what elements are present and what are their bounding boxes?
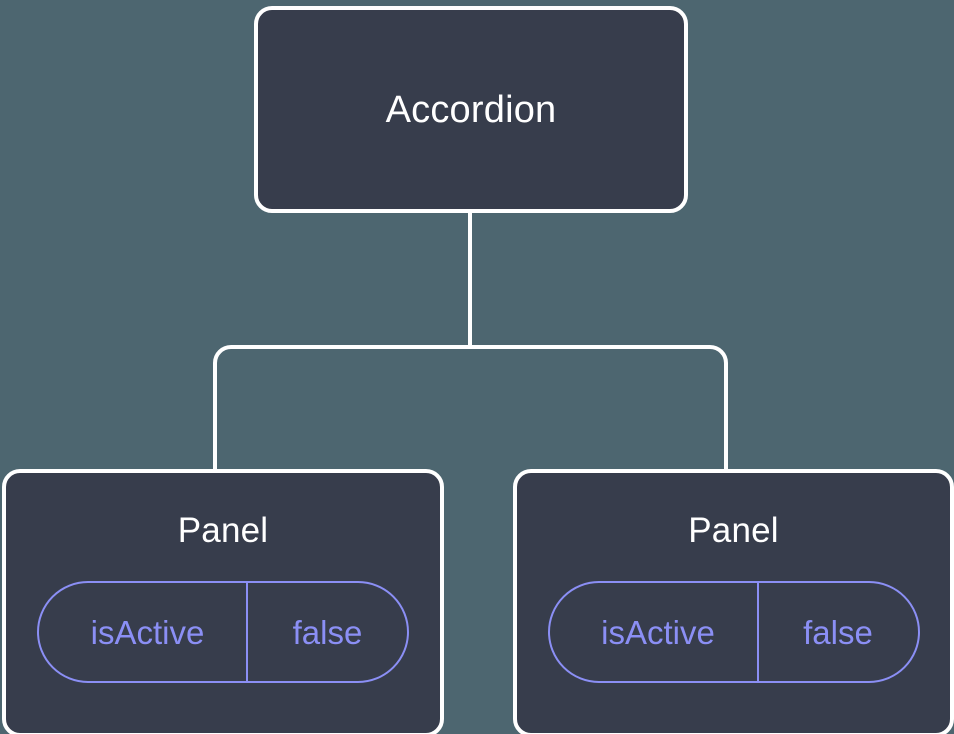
node-panel-right-label: Panel [688,511,779,550]
prop-key-label: isActive [39,583,248,681]
node-accordion[interactable]: Accordion [254,6,688,213]
prop-key-label: isActive [550,583,759,681]
connector-branch-to-panel-right [470,345,728,471]
node-accordion-label: Accordion [385,88,557,131]
connector-branch-to-panel-left [213,345,470,471]
node-panel-left[interactable]: Panel isActive false [2,469,444,734]
prop-value-label: false [803,613,873,651]
node-panel-right[interactable]: Panel isActive false [513,469,954,734]
prop-value-label: false [292,613,363,651]
prop-badge-isactive-right[interactable]: isActive false [547,581,920,683]
prop-badge-isactive-left[interactable]: isActive false [37,581,409,683]
node-panel-left-label: Panel [177,511,269,550]
